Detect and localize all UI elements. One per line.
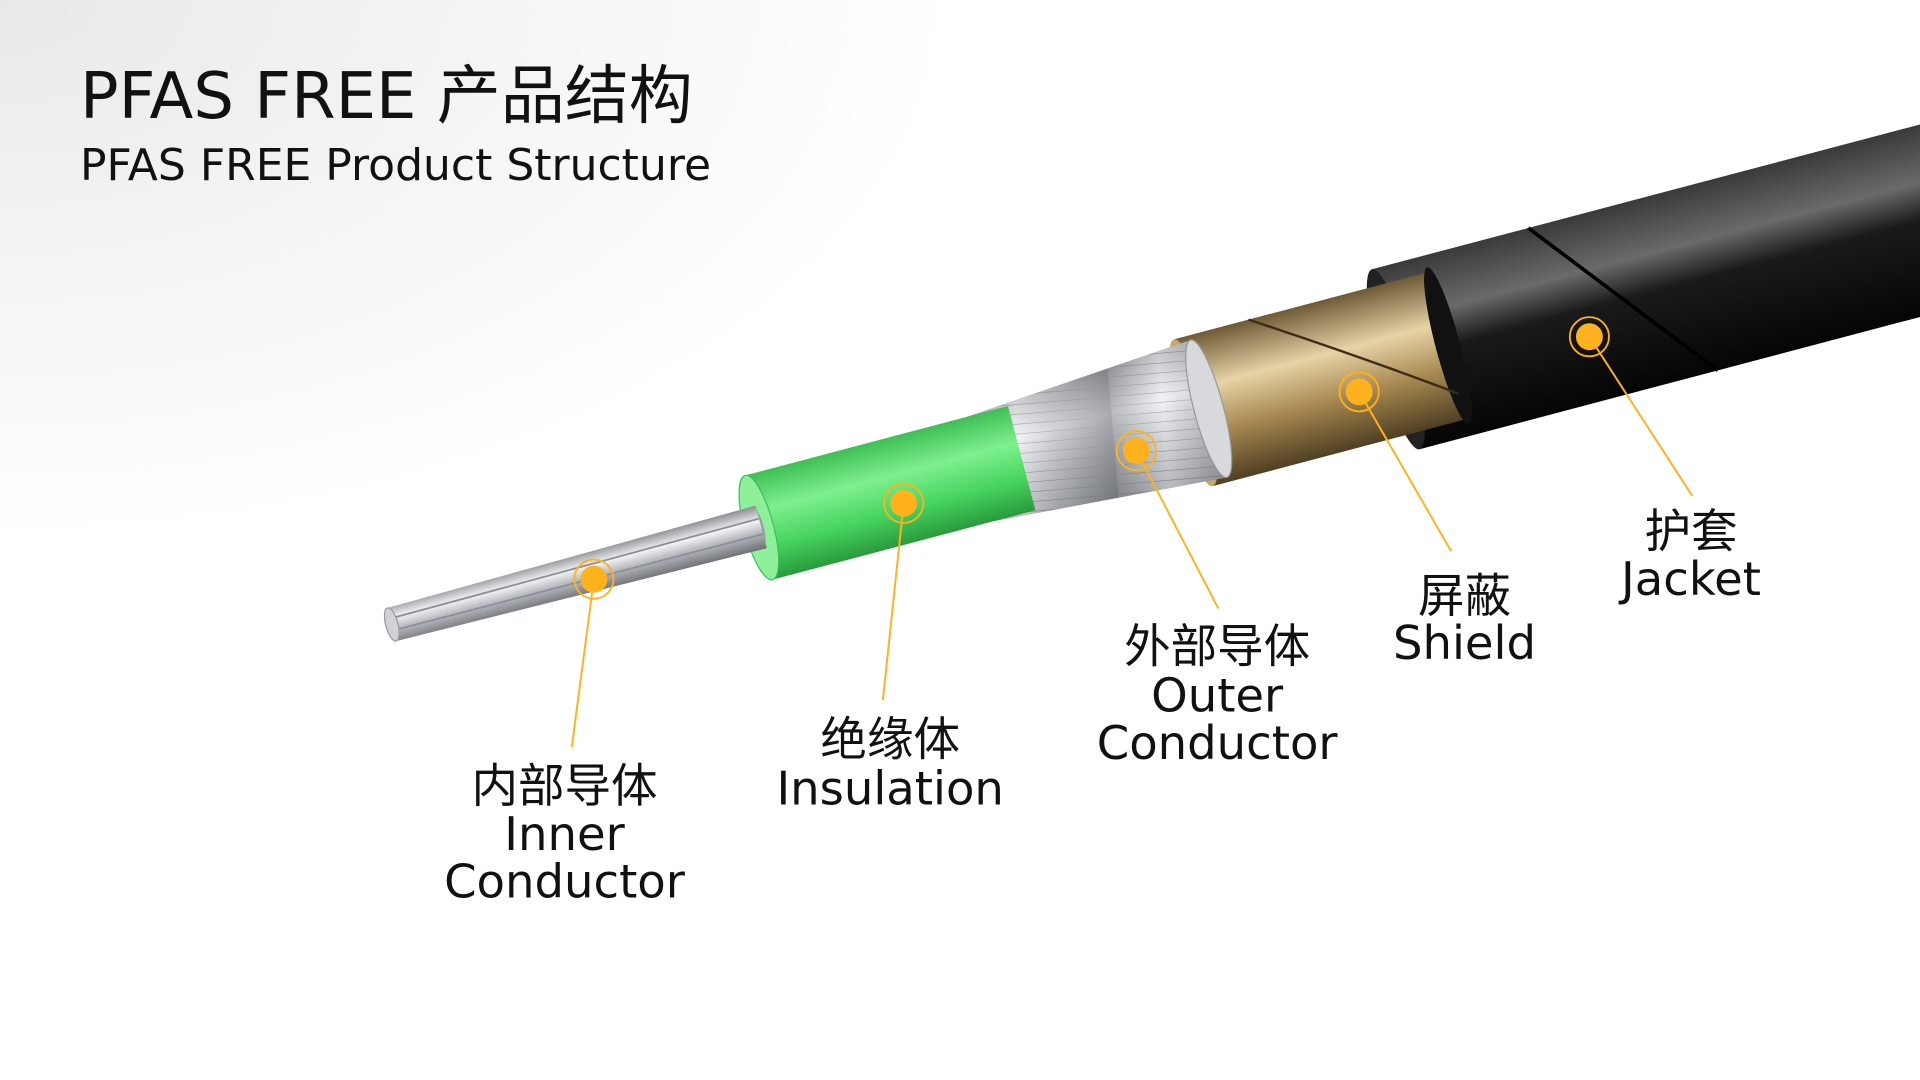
marker-jacket[interactable] (1568, 316, 1610, 358)
marker-inner-conductor[interactable] (573, 558, 615, 600)
marker-shield[interactable] (1338, 371, 1380, 413)
label-inner-conductor: 内部导体 Inner Conductor (444, 759, 686, 909)
label-zh: 外部导体 (1124, 619, 1310, 673)
leader-insulation (881, 503, 905, 701)
label-en: Jacket (1618, 552, 1761, 606)
label-zh: 内部导体 (471, 759, 657, 813)
label-outer-conductor: 外部导体 Outer Conductor (1097, 619, 1339, 770)
label-en: Conductor (444, 855, 686, 909)
leader-lines (570, 336, 1694, 748)
leader-jacket (1588, 336, 1694, 497)
label-insulation: 绝缘体 Insulation (776, 713, 1003, 816)
leader-outer (1135, 450, 1220, 610)
cable (383, 106, 1920, 642)
label-en: Conductor (1097, 716, 1339, 770)
marker-insulation[interactable] (883, 482, 925, 524)
label-zh: 绝缘体 (820, 713, 960, 767)
label-en: Inner (504, 807, 625, 861)
page-subtitle: PFAS FREE Product Structure (80, 140, 712, 191)
label-en: Outer (1151, 668, 1284, 722)
label-zh: 屏蔽 (1418, 569, 1511, 623)
label-shield: 屏蔽 Shield (1393, 569, 1536, 670)
inner-conductor-layer (383, 505, 767, 642)
insulation-layer (738, 405, 1036, 581)
label-jacket: 护套 Jacket (1618, 504, 1761, 606)
page-title: PFAS FREE 产品结构 (80, 60, 693, 134)
label-en: Insulation (776, 761, 1003, 815)
leader-shield (1358, 391, 1452, 552)
markers (573, 316, 1610, 600)
outer-conductor-layer (966, 339, 1233, 522)
leader-inner (570, 579, 595, 748)
label-zh: 护套 (1644, 504, 1737, 558)
marker-outer-conductor[interactable] (1115, 430, 1157, 472)
label-en: Shield (1393, 616, 1536, 670)
